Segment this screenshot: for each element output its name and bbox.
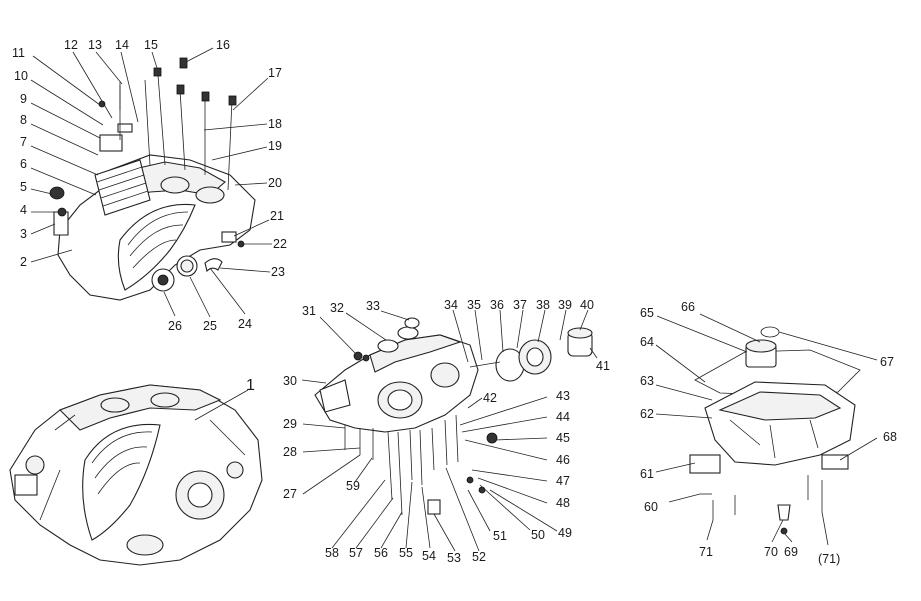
callout-62: 62 <box>640 407 654 421</box>
callout-18: 18 <box>268 117 282 131</box>
callout-70: 70 <box>764 545 778 559</box>
callout-46: 46 <box>556 453 570 467</box>
callout-14: 14 <box>115 38 129 52</box>
callout-28: 28 <box>283 445 297 459</box>
callout-60: 60 <box>644 500 658 514</box>
callout-16: 16 <box>216 38 230 52</box>
callout-37: 37 <box>513 298 527 312</box>
callout-34: 34 <box>444 298 458 312</box>
callout-45: 45 <box>556 431 570 445</box>
callout-32: 32 <box>330 301 344 315</box>
callout-1: 1 <box>246 377 255 394</box>
callout-24: 24 <box>238 317 252 331</box>
callout-12: 12 <box>64 38 78 52</box>
callout-13: 13 <box>88 38 102 52</box>
callout-25: 25 <box>203 319 217 333</box>
leader-lines <box>30 47 878 552</box>
callout-51: 51 <box>493 529 507 543</box>
callout-43: 43 <box>556 389 570 403</box>
callout-66: 66 <box>681 300 695 314</box>
callout-47: 47 <box>556 474 570 488</box>
callout-33: 33 <box>366 299 380 313</box>
callout-69: 69 <box>784 545 798 559</box>
callout-26: 26 <box>168 319 182 333</box>
oil-pan-assembly <box>689 326 861 535</box>
callout-48: 48 <box>556 496 570 510</box>
callout-42: 42 <box>483 391 497 405</box>
callout-44: 44 <box>556 410 570 424</box>
callout-59: 59 <box>346 479 360 493</box>
callout-9: 9 <box>20 92 27 106</box>
callout-55: 55 <box>399 546 413 560</box>
callout-67: 67 <box>880 355 894 369</box>
callout-71: 71 <box>699 545 713 559</box>
callout-22: 22 <box>273 237 287 251</box>
callout-labels: 11 12 13 14 15 16 17 10 9 18 8 19 7 6 20… <box>12 38 897 566</box>
callout-3: 3 <box>20 227 27 241</box>
callout-71-ref: (71) <box>818 552 840 566</box>
callout-39: 39 <box>558 298 572 312</box>
callout-4: 4 <box>20 203 27 217</box>
callout-63: 63 <box>640 374 654 388</box>
callout-15: 15 <box>144 38 158 52</box>
callout-52: 52 <box>472 550 486 564</box>
callout-10: 10 <box>14 69 28 83</box>
callout-53: 53 <box>447 551 461 565</box>
callout-30: 30 <box>283 374 297 388</box>
lower-crankcase-assembly <box>314 317 593 516</box>
callout-31: 31 <box>302 304 316 318</box>
callout-11: 11 <box>12 46 25 60</box>
callout-57: 57 <box>349 546 363 560</box>
callout-49: 49 <box>558 526 572 540</box>
upper-crankcase-assembly <box>49 57 256 301</box>
callout-40: 40 <box>580 298 594 312</box>
callout-56: 56 <box>374 546 388 560</box>
callout-6: 6 <box>20 157 27 171</box>
callout-36: 36 <box>490 298 504 312</box>
callout-35: 35 <box>467 298 481 312</box>
callout-8: 8 <box>20 113 27 127</box>
callout-38: 38 <box>536 298 550 312</box>
callout-7: 7 <box>20 135 27 149</box>
callout-5: 5 <box>20 180 27 194</box>
callout-68: 68 <box>883 430 897 444</box>
callout-21: 21 <box>270 209 284 223</box>
callout-29: 29 <box>283 417 297 431</box>
callout-2: 2 <box>20 255 27 269</box>
callout-64: 64 <box>640 335 654 349</box>
callout-41: 41 <box>596 359 610 373</box>
callout-23: 23 <box>271 265 285 279</box>
callout-58: 58 <box>325 546 339 560</box>
callout-54: 54 <box>422 549 436 563</box>
callout-27: 27 <box>283 487 297 501</box>
assembled-crankcase <box>9 384 263 566</box>
callout-61: 61 <box>640 467 654 481</box>
callout-65: 65 <box>640 306 654 320</box>
callout-20: 20 <box>268 176 282 190</box>
callout-17: 17 <box>268 66 282 80</box>
callout-50: 50 <box>531 528 545 542</box>
callout-19: 19 <box>268 139 282 153</box>
